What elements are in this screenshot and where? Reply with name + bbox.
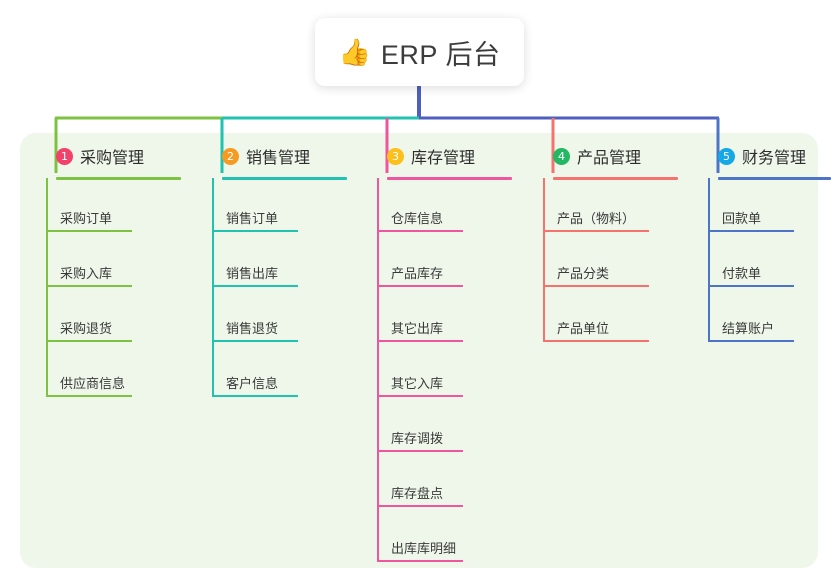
leaf-item-rule <box>46 340 132 342</box>
leaf-item-rule <box>377 285 463 287</box>
branch-header-rule <box>387 177 512 180</box>
leaf-item[interactable]: 采购订单 <box>38 206 154 232</box>
leaf-item[interactable]: 仓库信息 <box>369 206 485 232</box>
leaf-item-label: 销售退货 <box>226 321 279 336</box>
branch-number-badge: 5 <box>718 147 735 165</box>
leaf-item[interactable]: 产品单位 <box>535 316 671 342</box>
branch-column-5: 5 财务管理回款单付款单结算账户 <box>700 145 831 342</box>
leaf-item-label: 出库库明细 <box>391 541 457 556</box>
leaf-item-label: 销售出库 <box>226 266 279 281</box>
branch-title: 销售管理 <box>246 150 311 167</box>
leaf-item[interactable]: 库存调拨 <box>369 426 485 452</box>
leaf-item-rule <box>212 340 298 342</box>
leaf-item-label: 结算账户 <box>722 321 775 336</box>
leaf-item[interactable]: 其它出库 <box>369 316 485 342</box>
leaf-item[interactable]: 产品分类 <box>535 261 671 287</box>
branch-header-rule <box>718 177 831 180</box>
leaf-item-rule <box>708 285 794 287</box>
branch-column-4: 4 产品管理产品（物料） 产品分类产品单位 <box>535 145 678 342</box>
leaf-item[interactable]: 销售出库 <box>204 261 320 287</box>
branch-header-4[interactable]: 4 产品管理 <box>535 145 641 167</box>
diagram-background-panel <box>20 133 818 568</box>
leaf-item-label: 客户信息 <box>226 376 279 391</box>
branch-title: 产品管理 <box>577 150 642 167</box>
leaf-item-label: 其它出库 <box>391 321 444 336</box>
leaf-item-rule <box>46 395 132 397</box>
leaf-item-rule <box>377 395 463 397</box>
leaf-item-label: 库存盘点 <box>391 486 444 501</box>
branch-header-2[interactable]: 2 销售管理 <box>204 145 310 167</box>
leaf-item-label: 产品单位 <box>557 321 610 336</box>
branch-title: 库存管理 <box>411 150 476 167</box>
root-node[interactable]: 👍 ERP 后台 <box>315 18 524 86</box>
thumbs-up-icon: 👍 <box>338 37 371 67</box>
leaf-item-rule <box>543 285 649 287</box>
leaf-item[interactable]: 销售订单 <box>204 206 320 232</box>
branch-column-1: 1 采购管理采购订单采购入库采购退货供应商信息 <box>38 145 181 397</box>
leaf-item[interactable]: 产品（物料） <box>535 206 671 232</box>
branch-header-rule <box>553 177 678 180</box>
leaf-item-rule <box>377 505 463 507</box>
branch-number-badge: 3 <box>387 147 404 165</box>
leaf-item[interactable]: 付款单 <box>700 261 816 287</box>
leaf-item-rule <box>212 230 298 232</box>
branch-column-2: 2 销售管理销售订单销售出库销售退货客户信息 <box>204 145 347 397</box>
leaf-item-rule <box>377 340 463 342</box>
leaf-item-rule <box>46 285 132 287</box>
branch-header-rule <box>222 177 347 180</box>
branch-header-5[interactable]: 5 财务管理 <box>700 145 806 167</box>
leaf-item-rule <box>377 450 463 452</box>
branch-number-badge: 1 <box>56 147 73 165</box>
leaf-item-rule <box>708 230 794 232</box>
leaf-item[interactable]: 销售退货 <box>204 316 320 342</box>
leaf-item[interactable]: 其它入库 <box>369 371 485 397</box>
leaf-item-rule <box>708 340 794 342</box>
leaf-item[interactable]: 结算账户 <box>700 316 816 342</box>
leaf-item-label: 付款单 <box>722 266 762 281</box>
branch-header-rule <box>56 177 181 180</box>
leaf-item[interactable]: 客户信息 <box>204 371 320 397</box>
leaf-item-label: 回款单 <box>722 211 762 226</box>
branch-title: 采购管理 <box>80 150 145 167</box>
leaf-item-label: 采购入库 <box>60 266 113 281</box>
branch-header-3[interactable]: 3 库存管理 <box>369 145 475 167</box>
leaf-item-rule <box>212 285 298 287</box>
leaf-item-rule <box>543 340 649 342</box>
leaf-item-rule <box>377 230 463 232</box>
leaf-item[interactable]: 供应商信息 <box>38 371 154 397</box>
leaf-item[interactable]: 采购退货 <box>38 316 154 342</box>
leaf-item-rule <box>377 560 463 562</box>
leaf-item-label: 采购退货 <box>60 321 113 336</box>
branch-column-3: 3 库存管理仓库信息产品库存其它出库其它入库库存调拨库存盘点出库库明细 <box>369 145 512 562</box>
leaf-item-label: 产品分类 <box>557 266 610 281</box>
leaf-item[interactable]: 回款单 <box>700 206 816 232</box>
leaf-item-label: 销售订单 <box>226 211 279 226</box>
leaf-item-label: 产品库存 <box>391 266 444 281</box>
leaf-item-rule <box>543 230 649 232</box>
leaf-item-rule <box>212 395 298 397</box>
leaf-item-label: 采购订单 <box>60 211 113 226</box>
branch-header-1[interactable]: 1 采购管理 <box>38 145 144 167</box>
branch-title: 财务管理 <box>742 150 807 167</box>
leaf-item[interactable]: 产品库存 <box>369 261 485 287</box>
leaf-item-label: 仓库信息 <box>391 211 444 226</box>
leaf-item-label: 供应商信息 <box>60 376 126 391</box>
leaf-item-label: 其它入库 <box>391 376 444 391</box>
leaf-item[interactable]: 出库库明细 <box>369 536 485 562</box>
root-node-label: ERP 后台 <box>380 39 501 70</box>
leaf-item-rule <box>46 230 132 232</box>
branch-number-badge: 2 <box>222 147 239 165</box>
branch-number-badge: 4 <box>553 147 570 165</box>
leaf-item[interactable]: 库存盘点 <box>369 481 485 507</box>
leaf-item-label: 库存调拨 <box>391 431 444 446</box>
leaf-item[interactable]: 采购入库 <box>38 261 154 287</box>
leaf-item-label: 产品（物料） <box>557 211 636 226</box>
